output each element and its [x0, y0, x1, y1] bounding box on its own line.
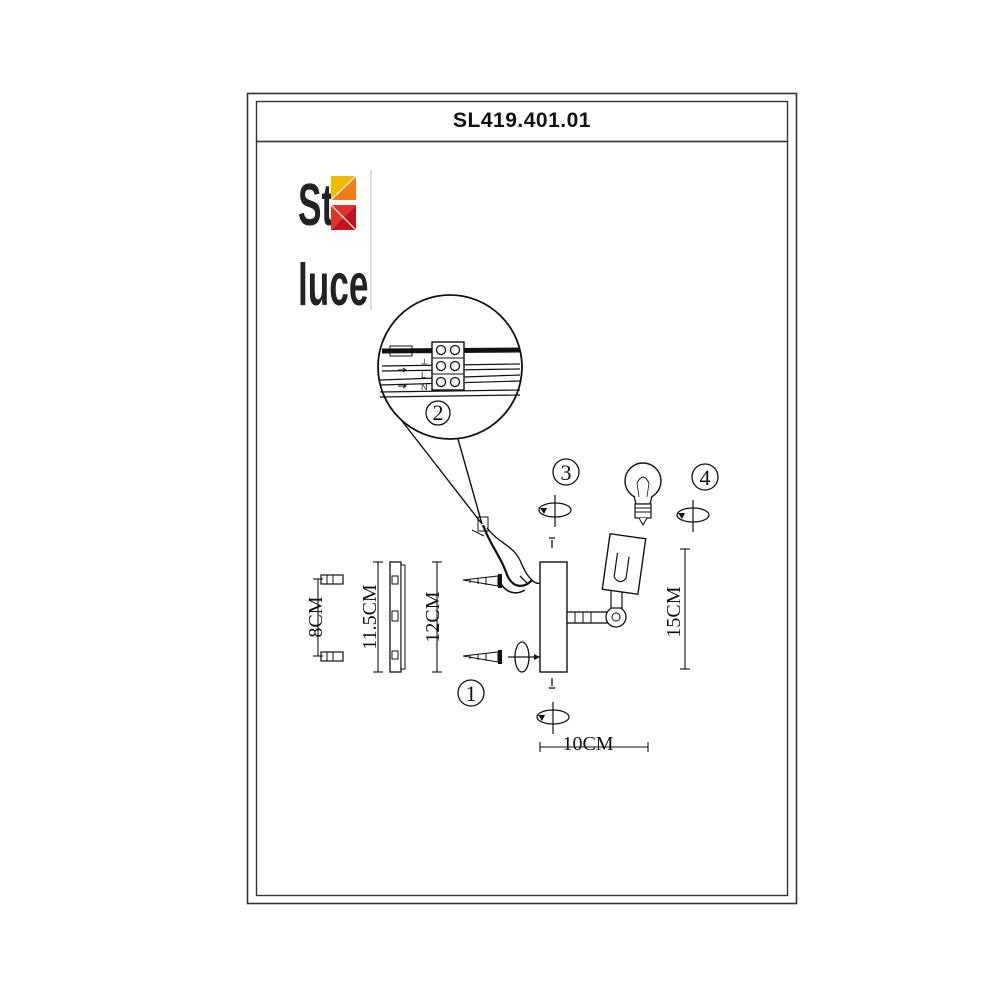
st-luce-logo: St luce: [298, 170, 372, 319]
dimension-plate-height: 12CM: [422, 561, 444, 673]
page-frame: [246, 92, 798, 905]
step-4-label: 4: [691, 463, 719, 491]
model-number: SL419.401.01: [453, 109, 591, 132]
wall-plate: [539, 561, 568, 673]
step-2-circle: [425, 400, 451, 426]
dimension-8cm: 8CM: [305, 596, 327, 637]
fixture-wires: [471, 516, 541, 594]
dimension-10cm: 10CM: [562, 733, 613, 755]
step-1-number: 1: [466, 681, 477, 706]
rotate-arrow-top: [538, 495, 572, 527]
step-4-number: 4: [700, 465, 711, 490]
dimension-depth: 10CM: [539, 733, 649, 755]
step-3-number: 3: [561, 460, 572, 485]
light-bulb-icon: [624, 462, 662, 527]
content-box: [255, 140, 789, 897]
dimension-12cm: 12CM: [422, 591, 444, 642]
top-screw: [549, 537, 555, 548]
step-3-label: 3: [552, 458, 580, 486]
rotate-arrow-bulb: [676, 500, 710, 532]
dimension-lamp-height: 15CM: [663, 548, 690, 670]
wiring-detail-callout: ⏚ L N 2: [377, 294, 523, 525]
step-1-label: 1: [457, 679, 485, 707]
screws: [462, 574, 502, 664]
live-mark: L: [421, 370, 426, 380]
step-2-number: 2: [433, 400, 444, 425]
dimension-anchor-spacing: 8CM: [305, 578, 327, 657]
dimension-11-5cm: 11.5CM: [359, 584, 381, 650]
mounting-bracket: [389, 561, 406, 673]
neutral-mark: N: [421, 382, 428, 392]
logo-text-st: St: [298, 173, 333, 239]
dimension-15cm: 15CM: [663, 586, 685, 637]
title-box: [255, 100, 789, 143]
earth-mark: ⏚: [420, 358, 429, 368]
lamp-arm: [566, 589, 627, 628]
bottom-screw: [549, 678, 555, 689]
rotate-arrow-screw: [508, 641, 540, 673]
terminal-block: [431, 341, 465, 391]
lamp-socket: [601, 532, 647, 596]
dimension-bracket-height: 11.5CM: [359, 561, 383, 673]
logo-text-luce: luce: [298, 253, 368, 319]
rotate-arrow-bottom: [536, 702, 570, 734]
